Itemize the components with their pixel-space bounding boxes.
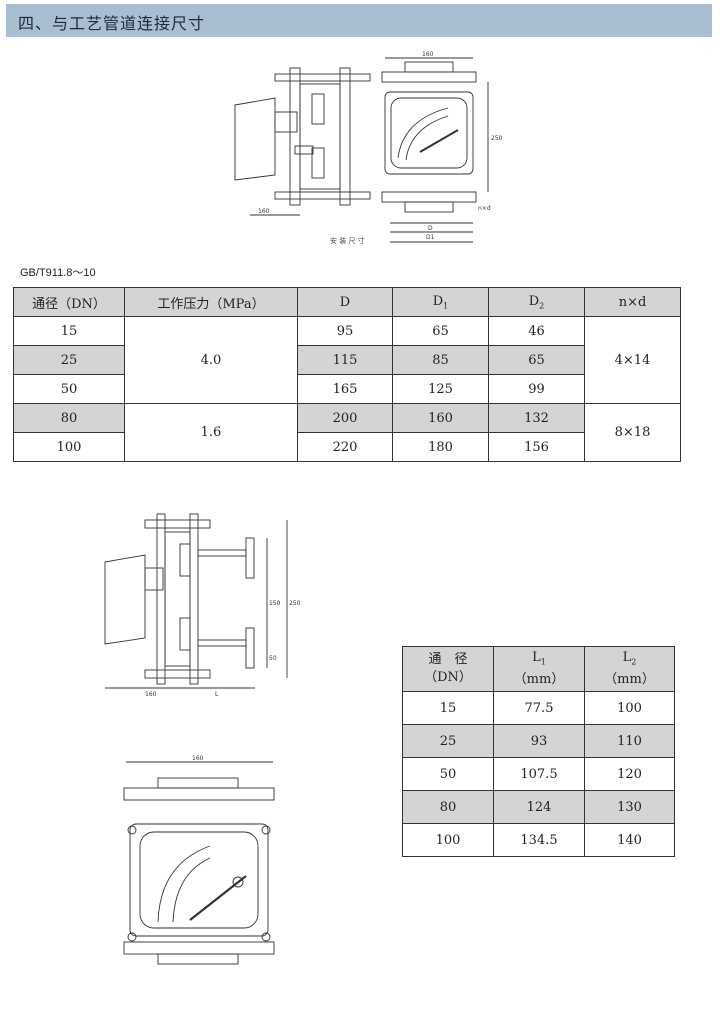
dim-50: 50	[269, 655, 277, 662]
cell-d: 165	[297, 374, 393, 404]
dim-d1: D1	[426, 234, 435, 241]
table-row: 50 165 125 99	[13, 374, 681, 404]
dim-nd: n×d	[478, 205, 491, 212]
header-dn-line2: （DN）	[424, 670, 472, 685]
cell-d1: 125	[392, 374, 489, 404]
header-nd: n×d	[584, 287, 681, 317]
cell-l2: 100	[584, 691, 675, 725]
cell-nd: 4×14	[584, 316, 681, 404]
table-row: 15 77.5 100	[402, 691, 675, 725]
cell-d2: 99	[488, 374, 585, 404]
cell-dn: 50	[402, 757, 494, 791]
cell-l1: 107.5	[493, 757, 585, 791]
dim-l: L	[215, 691, 219, 698]
side-mount-drawing: 150 250 50 160 L	[95, 510, 305, 700]
cell-l1: 134.5	[493, 823, 585, 857]
header-l1-unit: （mm）	[513, 672, 565, 688]
cell-d: 115	[297, 345, 393, 375]
table-row: 100 220 180 156	[13, 432, 681, 462]
cell-d2: 65	[488, 345, 585, 375]
cell-d: 95	[297, 316, 393, 346]
drawing-caption: 安 装 尺 寸	[330, 236, 365, 245]
header-d: D	[297, 287, 393, 317]
cell-dn: 100	[13, 432, 125, 462]
cell-dn: 25	[13, 345, 125, 375]
table-row: 15 4.0 95 65 46 4×14	[13, 316, 681, 404]
cell-l2: 130	[584, 790, 675, 824]
section-header-bar: 四、与工艺管道连接尺寸	[6, 4, 712, 37]
section-title: 四、与工艺管道连接尺寸	[18, 14, 206, 33]
header-d2: D2	[488, 287, 585, 317]
dim-160: 160	[192, 755, 204, 762]
header-pressure: 工作压力（MPa）	[124, 287, 298, 317]
dim-160-right: 160	[422, 51, 434, 58]
cell-dn: 15	[402, 691, 494, 725]
header-dn: 通 径 （DN）	[402, 646, 494, 692]
cell-d1: 160	[392, 403, 489, 433]
table-header-row: 通 径 （DN） L1（mm） L2（mm）	[402, 646, 675, 692]
table-row: 25 115 85 65	[13, 345, 681, 375]
table-header-row: 通径（DN） 工作压力（MPa） D D1 D2 n×d	[13, 287, 681, 317]
table-row: 80 1.6 200 160 132 8×18	[13, 403, 681, 462]
header-d1: D1	[392, 287, 489, 317]
cell-d: 220	[297, 432, 393, 462]
dim-150: 150	[269, 600, 281, 607]
dim-160-left: 160	[258, 208, 270, 215]
header-dn-line1: 通 径	[428, 652, 468, 667]
cell-l1: 93	[493, 724, 585, 758]
cell-d2: 156	[488, 432, 585, 462]
cell-d: 200	[297, 403, 393, 433]
cell-l1: 77.5	[493, 691, 585, 725]
cell-dn: 80	[13, 403, 125, 433]
cell-d2: 132	[488, 403, 585, 433]
mounting-length-table: 通 径 （DN） L1（mm） L2（mm） 15 77.5 100 25 93 …	[402, 646, 675, 857]
table-row: 50 107.5 120	[402, 757, 675, 791]
cell-pressure: 1.6	[124, 403, 298, 462]
header-l1: L1（mm）	[493, 646, 585, 692]
front-view-drawing: 160	[118, 752, 288, 987]
dim-160: 160	[145, 691, 157, 698]
cell-l2: 120	[584, 757, 675, 791]
cell-d1: 85	[392, 345, 489, 375]
cell-l1: 124	[493, 790, 585, 824]
cell-d2: 46	[488, 316, 585, 346]
dim-d: D	[428, 225, 433, 232]
table-row: 100 134.5 140	[402, 823, 675, 857]
table-row: 25 93 110	[402, 724, 675, 758]
flange-dimensions-table: 通径（DN） 工作压力（MPa） D D1 D2 n×d 15 4.0 95 6…	[13, 287, 681, 462]
cell-pressure: 4.0	[124, 316, 298, 404]
cell-d1: 65	[392, 316, 489, 346]
header-l2: L2（mm）	[584, 646, 675, 692]
cell-dn: 25	[402, 724, 494, 758]
cell-dn: 100	[402, 823, 494, 857]
dim-250: 250	[289, 600, 301, 607]
cell-dn: 15	[13, 316, 125, 346]
installation-drawing-top: 160 160 250 D D1 n×d 安 装 尺 寸	[220, 50, 510, 255]
standard-label: GB/T911.8～10	[20, 267, 96, 279]
dim-250: 250	[491, 135, 503, 142]
cell-nd: 8×18	[584, 403, 681, 462]
cell-dn: 50	[13, 374, 125, 404]
table-row: 80 124 130	[402, 790, 675, 824]
cell-dn: 80	[402, 790, 494, 824]
header-dn: 通径（DN）	[13, 287, 125, 317]
cell-l2: 140	[584, 823, 675, 857]
cell-d1: 180	[392, 432, 489, 462]
cell-l2: 110	[584, 724, 675, 758]
header-l2-unit: （mm）	[604, 672, 655, 688]
